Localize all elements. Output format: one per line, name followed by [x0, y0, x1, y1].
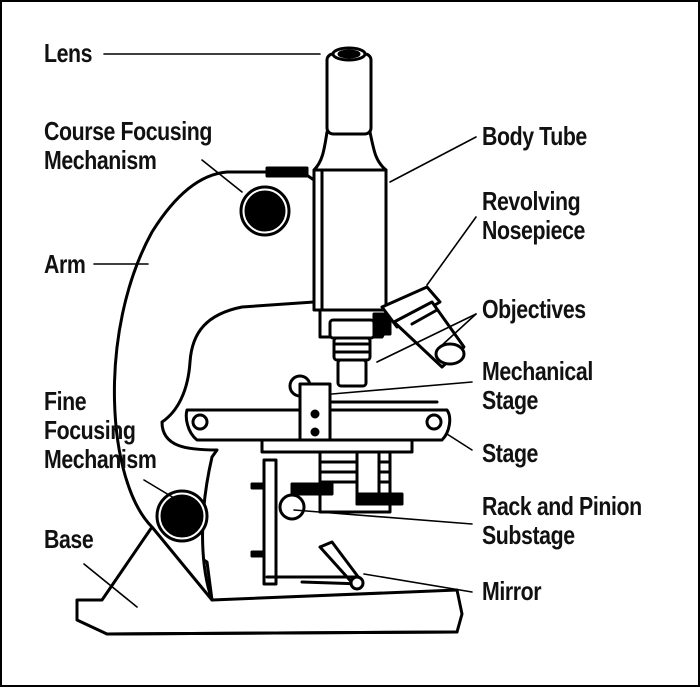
label-lens-line1: Lens: [44, 38, 93, 68]
label-arm-line1: Arm: [44, 249, 86, 279]
label-body-tube: Body Tube: [482, 122, 587, 151]
label-arm: Arm: [44, 249, 86, 279]
label-fine-focusing-line1: Fine: [44, 386, 87, 416]
mirror-part: [265, 540, 365, 591]
label-base: Base: [44, 524, 94, 554]
mechanical-stage-part: [288, 374, 332, 450]
label-revolving-nosepiece-line2: Nosepiece: [482, 215, 585, 245]
leader-lines: [83, 53, 477, 608]
label-fine-focusing: Fine Focusing Mechanism: [44, 386, 157, 474]
label-mechanical-stage-line1: Mechanical: [482, 356, 593, 386]
fine-focus-knob: [155, 489, 209, 543]
label-objectives: Objectives: [482, 295, 586, 324]
body-tube-part: [312, 130, 388, 312]
label-rack-pinion: Rack and Pinion Substage: [482, 492, 642, 550]
eyepiece-part: [325, 46, 373, 136]
arm-top-plate: [265, 166, 309, 178]
label-objectives-line1: Objectives: [482, 294, 586, 324]
label-course-focusing-line2: Mechanism: [44, 145, 157, 175]
label-stage: Stage: [482, 439, 538, 468]
label-rack-pinion-line2: Substage: [482, 520, 575, 550]
label-revolving-nosepiece: Revolving Nosepiece: [482, 187, 585, 245]
label-mechanical-stage-line2: Stage: [482, 385, 539, 415]
label-fine-focusing-line2: Focusing: [44, 415, 136, 445]
coarse-focus-knob: [239, 185, 291, 237]
label-rack-pinion-line1: Rack and Pinion: [482, 491, 642, 521]
label-revolving-nosepiece-line1: Revolving: [482, 186, 581, 216]
label-course-focusing: Course Focusing Mechanism: [44, 117, 212, 175]
label-fine-focusing-line3: Mechanism: [44, 444, 157, 474]
label-body-tube-line1: Body Tube: [482, 121, 587, 151]
label-stage-line1: Stage: [482, 438, 539, 468]
label-mechanical-stage: Mechanical Stage: [482, 357, 593, 415]
label-mirror-line1: Mirror: [482, 576, 542, 606]
label-base-line1: Base: [44, 524, 94, 554]
label-lens: Lens: [44, 38, 93, 68]
label-mirror: Mirror: [482, 576, 542, 606]
substage-part: [250, 438, 414, 586]
label-course-focusing-line1: Course Focusing: [44, 116, 212, 146]
nosepiece-part: [318, 285, 466, 388]
